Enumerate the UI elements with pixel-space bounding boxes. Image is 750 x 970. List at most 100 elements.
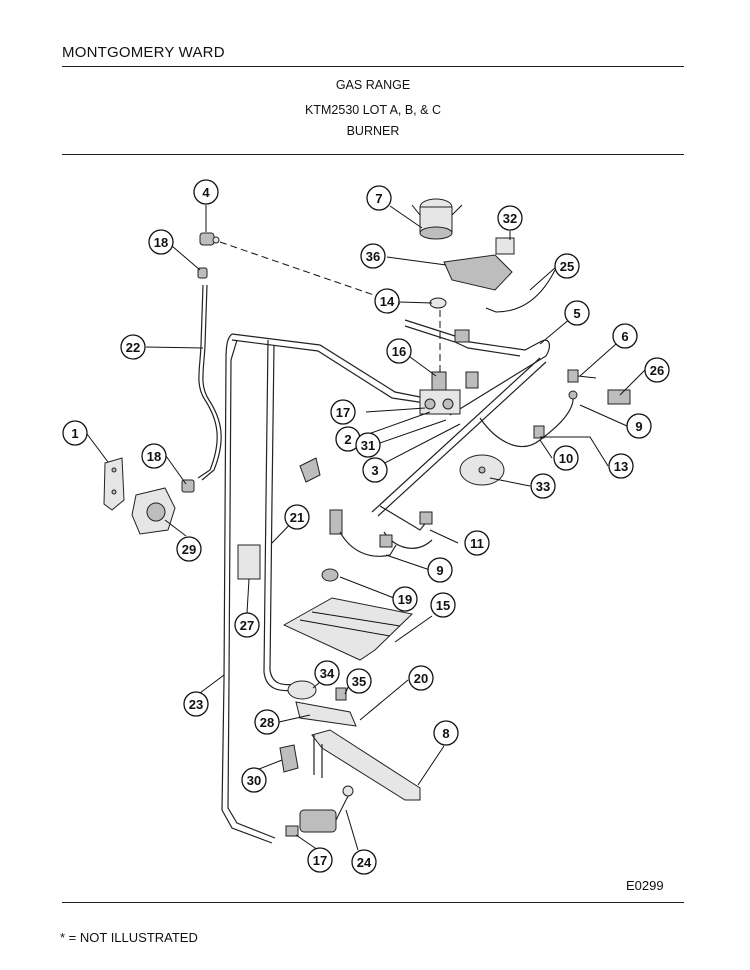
svg-text:30: 30 — [247, 773, 261, 788]
svg-text:17: 17 — [336, 405, 350, 420]
svg-text:8: 8 — [442, 726, 449, 741]
part-tube-manifold — [231, 333, 436, 401]
svg-text:3: 3 — [371, 463, 378, 478]
part-tube-10 — [533, 425, 545, 439]
callout-30: 30 — [241, 767, 267, 793]
part-valve-16 — [419, 371, 461, 415]
svg-text:18: 18 — [154, 235, 168, 250]
callout-20: 20 — [408, 665, 434, 691]
part-bracket-28 — [295, 701, 357, 727]
part-tube-9-lower — [329, 509, 397, 557]
callout-17-top: 17 — [330, 399, 356, 425]
part-wire-25 — [485, 269, 556, 313]
svg-text:9: 9 — [635, 419, 642, 434]
svg-text:20: 20 — [414, 671, 428, 686]
part-clip-30 — [279, 744, 299, 773]
callout-23: 23 — [183, 691, 209, 717]
svg-text:14: 14 — [380, 294, 395, 309]
svg-text:28: 28 — [260, 715, 274, 730]
svg-text:1: 1 — [71, 426, 78, 441]
part-tube-22 — [197, 284, 218, 479]
callout-27: 27 — [234, 612, 260, 638]
svg-text:18: 18 — [147, 449, 161, 464]
callout-9-right: 9 — [626, 413, 652, 439]
svg-text:26: 26 — [650, 363, 664, 378]
svg-text:11: 11 — [470, 536, 484, 551]
svg-text:33: 33 — [536, 479, 550, 494]
callout-32: 32 — [497, 205, 523, 231]
part-nut-18-lower — [181, 479, 195, 493]
callout-18-lower: 18 — [141, 443, 167, 469]
callout-31: 31 — [355, 432, 381, 458]
svg-text:31: 31 — [361, 438, 375, 453]
svg-text:22: 22 — [126, 340, 140, 355]
footer-divider — [62, 902, 684, 903]
callout-28: 28 — [254, 709, 280, 735]
part-nut-19 — [321, 568, 339, 582]
part-regulator-29 — [131, 487, 176, 535]
callout-7: 7 — [366, 185, 392, 211]
part-box-27 — [237, 544, 261, 580]
part-fitting-17-lower — [285, 825, 299, 837]
callout-25: 25 — [554, 253, 580, 279]
part-valve-24 — [299, 785, 354, 833]
callout-15: 15 — [430, 592, 456, 618]
part-valve-30 — [299, 457, 321, 483]
part-igniter-7 — [411, 198, 463, 240]
svg-text:34: 34 — [320, 666, 335, 681]
callout-21: 21 — [284, 504, 310, 530]
callout-1: 1 — [62, 420, 88, 446]
header-divider — [62, 154, 684, 155]
callout-36: 36 — [360, 243, 386, 269]
callout-16: 16 — [386, 338, 412, 364]
callout-14: 14 — [374, 288, 400, 314]
svg-text:17: 17 — [313, 853, 327, 868]
callout-5: 5 — [564, 300, 590, 326]
callout-6: 6 — [612, 323, 638, 349]
svg-text:16: 16 — [392, 344, 406, 359]
svg-text:9: 9 — [436, 563, 443, 578]
brand-name: MONTGOMERY WARD — [62, 44, 225, 61]
svg-text:6: 6 — [621, 329, 628, 344]
part-nut-18-top — [197, 267, 208, 279]
part-igniter-34 — [287, 680, 347, 701]
svg-text:35: 35 — [352, 674, 366, 689]
part-bracket-36 — [443, 254, 513, 291]
not-illustrated-note: * = NOT ILLUSTRATED — [60, 930, 198, 945]
svg-text:15: 15 — [436, 598, 450, 613]
callout-24: 24 — [351, 849, 377, 875]
svg-text:21: 21 — [290, 510, 304, 525]
drawing-code: E0299 — [626, 878, 664, 893]
svg-text:4: 4 — [202, 185, 210, 200]
model-number: KTM2530 LOT A, B, & C — [305, 103, 441, 117]
svg-text:32: 32 — [503, 211, 517, 226]
callout-35: 35 — [346, 668, 372, 694]
callout-17-lower: 17 — [307, 847, 333, 873]
svg-text:24: 24 — [357, 855, 372, 870]
part-burner-8 — [311, 729, 421, 801]
part-ring-14 — [429, 297, 447, 309]
callout-8: 8 — [433, 720, 459, 746]
svg-text:25: 25 — [560, 259, 574, 274]
part-clip-32 — [495, 237, 515, 255]
svg-text:13: 13 — [614, 459, 628, 474]
callout-19: 19 — [392, 586, 418, 612]
callout-18-top: 18 — [148, 229, 174, 255]
svg-text:29: 29 — [182, 542, 196, 557]
callout-3: 3 — [362, 457, 388, 483]
part-fitting-4 — [199, 232, 220, 246]
callout-10: 10 — [553, 445, 579, 471]
part-tube-13 — [479, 394, 574, 448]
part-manifold-5 — [404, 319, 550, 416]
svg-text:2: 2 — [344, 432, 351, 447]
part-burner-rail — [371, 357, 547, 517]
callout-4: 4 — [193, 179, 219, 205]
callout-22: 22 — [120, 334, 146, 360]
callout-13: 13 — [608, 453, 634, 479]
part-connector-26 — [607, 389, 631, 405]
part-bracket-1 — [103, 457, 125, 511]
callout-11: 11 — [464, 530, 490, 556]
appliance-title: GAS RANGE — [335, 78, 411, 92]
svg-text:19: 19 — [398, 592, 412, 607]
